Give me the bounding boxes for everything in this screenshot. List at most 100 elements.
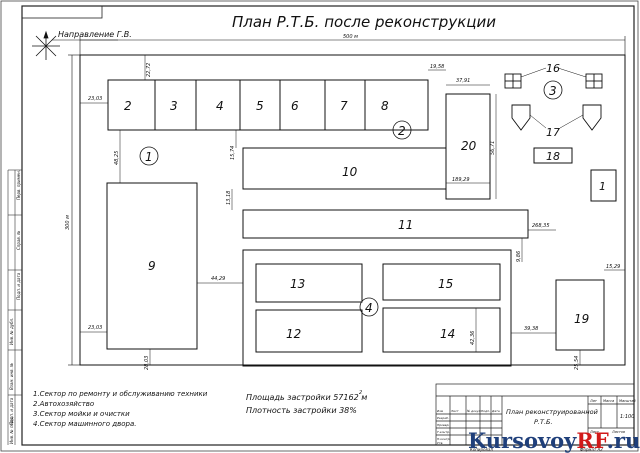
block-3: 3 bbox=[170, 99, 178, 113]
sector-2-label: 2 bbox=[398, 124, 406, 138]
block-10: 10 bbox=[342, 165, 358, 179]
building-10 bbox=[242, 147, 447, 190]
dim-23-03-top: 23,03 bbox=[88, 96, 102, 102]
corner-stamp-box bbox=[21, 5, 103, 19]
stamp-scale: 1:100 bbox=[620, 414, 634, 420]
dim-28-03: 28,03 bbox=[144, 356, 150, 370]
stamp-nkontr: Н.контр. bbox=[437, 437, 450, 441]
block-14: 14 bbox=[440, 327, 455, 341]
block-19: 19 bbox=[574, 312, 589, 326]
dim-15-29: 15,29 bbox=[606, 264, 620, 270]
side-label-vzam: Взам. инв. № bbox=[9, 363, 14, 390]
sector-2-marker bbox=[392, 120, 412, 140]
site-boundary bbox=[79, 54, 626, 366]
stamp-tkontr: Т.контр. bbox=[437, 430, 450, 434]
block-17: 17 bbox=[546, 126, 560, 139]
stamp-mass-header: Масса bbox=[603, 399, 614, 403]
stamp-copied: Копировал bbox=[470, 447, 493, 452]
area-superscript: 2 bbox=[359, 390, 362, 396]
building-12 bbox=[255, 309, 363, 353]
block-20: 20 bbox=[461, 139, 477, 153]
dim-56-71: 56,71 bbox=[490, 141, 496, 155]
side-label-podp2: Подп. и дата bbox=[9, 397, 14, 425]
sector-1-label: 1 bbox=[145, 150, 153, 164]
stamp-sheet: Лист bbox=[589, 430, 600, 434]
building-1 bbox=[590, 169, 617, 202]
block-18: 18 bbox=[546, 150, 560, 163]
machine-yard bbox=[242, 249, 512, 367]
dim-42-36: 42,36 bbox=[470, 331, 476, 345]
block-9: 9 bbox=[148, 259, 156, 273]
hopper-icon-17-left bbox=[511, 104, 531, 131]
block-12: 12 bbox=[286, 327, 301, 341]
stamp-scale-header: Масштаб bbox=[619, 399, 636, 403]
building-13 bbox=[255, 263, 363, 303]
building-14 bbox=[382, 307, 501, 353]
legend-item-1: 1.Сектор по ремонту и обслуживанию техни… bbox=[33, 390, 208, 398]
grid-icon-16-left bbox=[504, 73, 522, 89]
stamp-utv: Утв. bbox=[437, 441, 443, 445]
dim-15-74: 15,74 bbox=[230, 146, 236, 160]
hopper-icon-17-right bbox=[582, 104, 602, 131]
stamp-list: Лист bbox=[450, 409, 459, 413]
side-strip bbox=[7, 169, 22, 445]
stamp-data: Дата bbox=[491, 409, 500, 413]
dim-268-35: 268,35 bbox=[532, 223, 550, 229]
area-text: Площадь застройки 57162 м bbox=[246, 393, 367, 402]
dim-189-29: 189,29 bbox=[452, 177, 470, 183]
density-text: Плотность застройки 38% bbox=[246, 406, 357, 415]
stamp-title-line1: План реконструированной bbox=[506, 408, 598, 416]
stamp-title-line2: Р.Т.Б. bbox=[534, 418, 553, 426]
watermark-rf: RF bbox=[576, 428, 608, 453]
block-8: 8 bbox=[381, 99, 389, 113]
building-9 bbox=[106, 182, 198, 350]
sector-3-marker bbox=[543, 80, 563, 100]
inner-frame bbox=[21, 5, 635, 446]
width-dim-label: 500 м bbox=[343, 34, 358, 40]
watermark-ru: .ru bbox=[607, 428, 640, 453]
dim-25-54: 25,54 bbox=[574, 356, 580, 370]
legend-item-4: 4.Сектор машинного двора. bbox=[33, 420, 136, 428]
side-label-invdubl: Инв. № дубл. bbox=[9, 318, 14, 345]
sector-4-label: 4 bbox=[365, 301, 373, 315]
dim-19-58: 19,58 bbox=[430, 64, 444, 70]
side-label-invpodl: Инв. № подл. bbox=[9, 416, 14, 444]
title-block bbox=[435, 383, 635, 446]
side-label-perv: Перв. примен. bbox=[16, 170, 21, 200]
stamp-razrab: Разраб. bbox=[437, 416, 449, 420]
block-13: 13 bbox=[290, 277, 305, 291]
stamp-format: Формат А2 bbox=[580, 447, 603, 452]
block-16: 16 bbox=[546, 62, 560, 75]
block-6: 6 bbox=[291, 99, 299, 113]
block-1: 1 bbox=[599, 180, 606, 193]
stamp-lit-header: Лит bbox=[589, 399, 598, 403]
dim-39-38: 39,38 bbox=[524, 326, 538, 332]
dim-23-03-bottom: 23,03 bbox=[88, 325, 102, 331]
dim-48-25: 48,25 bbox=[114, 151, 120, 165]
sector-1-marker bbox=[139, 146, 159, 166]
stamp-sheets: Листов bbox=[611, 430, 625, 434]
legend-item-3: 3.Сектор мойки и очистки bbox=[33, 410, 130, 418]
block-15: 15 bbox=[438, 277, 453, 291]
drawing-title: План Р.Т.Б. после реконструкции bbox=[232, 13, 496, 31]
north-arrow-icon bbox=[32, 30, 60, 60]
grid-icon-16-right bbox=[585, 73, 603, 89]
sector-3-label: 3 bbox=[549, 84, 557, 98]
dim-13-18: 13,18 bbox=[226, 191, 232, 205]
building-18 bbox=[533, 147, 573, 164]
block-2: 2 bbox=[124, 99, 132, 113]
stamp-podp: Подп. bbox=[481, 409, 490, 413]
dim-44-29: 44,29 bbox=[211, 276, 225, 282]
building-row-2-8 bbox=[107, 79, 429, 131]
sector-4-marker bbox=[359, 297, 379, 317]
stamp-izm: Изм bbox=[437, 409, 444, 413]
dim-9-86: 9,86 bbox=[516, 251, 522, 262]
stamp-prov: Провер. bbox=[437, 423, 450, 427]
stamp-ndok: № докум. bbox=[466, 409, 482, 413]
block-7: 7 bbox=[340, 99, 348, 113]
building-11 bbox=[242, 209, 529, 239]
dim-37-91: 37,91 bbox=[456, 78, 470, 84]
block-5: 5 bbox=[256, 99, 264, 113]
